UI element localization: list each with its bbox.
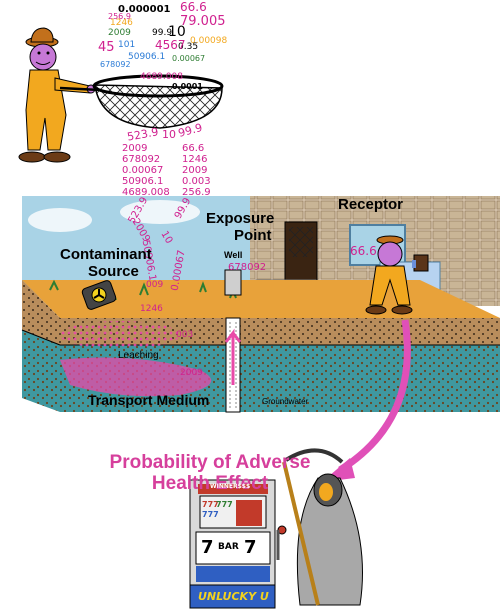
- worker-figure: [18, 27, 96, 163]
- net-number: 10: [168, 24, 186, 40]
- grim-reaper: [282, 448, 363, 606]
- receptor-value: 66.6: [350, 244, 377, 258]
- exposure-point-label: Exposure Point: [206, 210, 275, 244]
- net-number: 678092: [100, 60, 131, 69]
- number-column-left: 2009 678092 0.00067 50906.1 4689.008: [122, 143, 170, 198]
- net-number: 66.6: [180, 0, 207, 14]
- receptor-figure: [365, 235, 429, 315]
- well-value: 678092: [228, 262, 267, 273]
- slot-top-reel: 777: [202, 500, 219, 509]
- source-number: 009: [146, 280, 164, 290]
- leaching-label: Leaching: [118, 350, 159, 361]
- net-number: 4689.008: [140, 72, 183, 82]
- receptor-label: Receptor: [338, 196, 404, 213]
- slot-reel-left: 7: [201, 537, 214, 558]
- barrel-icon: [81, 280, 117, 310]
- well-label: Well: [224, 250, 243, 260]
- net-number: 0.0001: [172, 82, 203, 91]
- contaminant-source-label: Contaminant Source: [60, 246, 152, 280]
- fishing-net: [59, 74, 224, 129]
- falling-number: 10: [162, 128, 176, 141]
- net-number: 4567: [155, 38, 186, 52]
- net-number: 99.9: [152, 28, 173, 38]
- net-number: 1246: [110, 18, 133, 28]
- net-number: 101: [118, 40, 136, 50]
- groundwater-label: Groundwater: [262, 397, 309, 406]
- source-number: 1246: [140, 304, 163, 314]
- net-number: 0.00098: [190, 36, 228, 46]
- slot-machine: [189, 479, 287, 609]
- net-number: 256.9: [108, 12, 131, 21]
- transport-medium-label: Transport Medium: [88, 392, 210, 408]
- net-number: 79.005: [180, 14, 226, 29]
- net-number: 0.000001: [118, 4, 171, 15]
- slot-reel-right: 7: [244, 537, 257, 558]
- slot-reel-center: BAR: [218, 542, 239, 552]
- adverse-effect-title: Probability of Adverse Health Effect: [109, 452, 311, 494]
- slot-top-reel: 777: [202, 510, 219, 519]
- source-number: 2009: [180, 368, 203, 378]
- net-number: 0.00067: [172, 54, 206, 63]
- slot-brand: WINNER$$$: [210, 483, 251, 490]
- net-number: 45: [98, 40, 115, 55]
- source-number: 003: [176, 330, 194, 340]
- slot-top-reel: 777: [216, 500, 233, 509]
- net-number: 2009: [108, 28, 131, 38]
- net-number: 50906.1: [128, 52, 166, 62]
- net-number: 0.35: [178, 42, 199, 52]
- well-pipe: [224, 269, 242, 413]
- slot-banner: UNLUCKY U: [198, 590, 269, 603]
- number-column-right: 66.6 1246 2009 0.003 256.9: [182, 143, 211, 198]
